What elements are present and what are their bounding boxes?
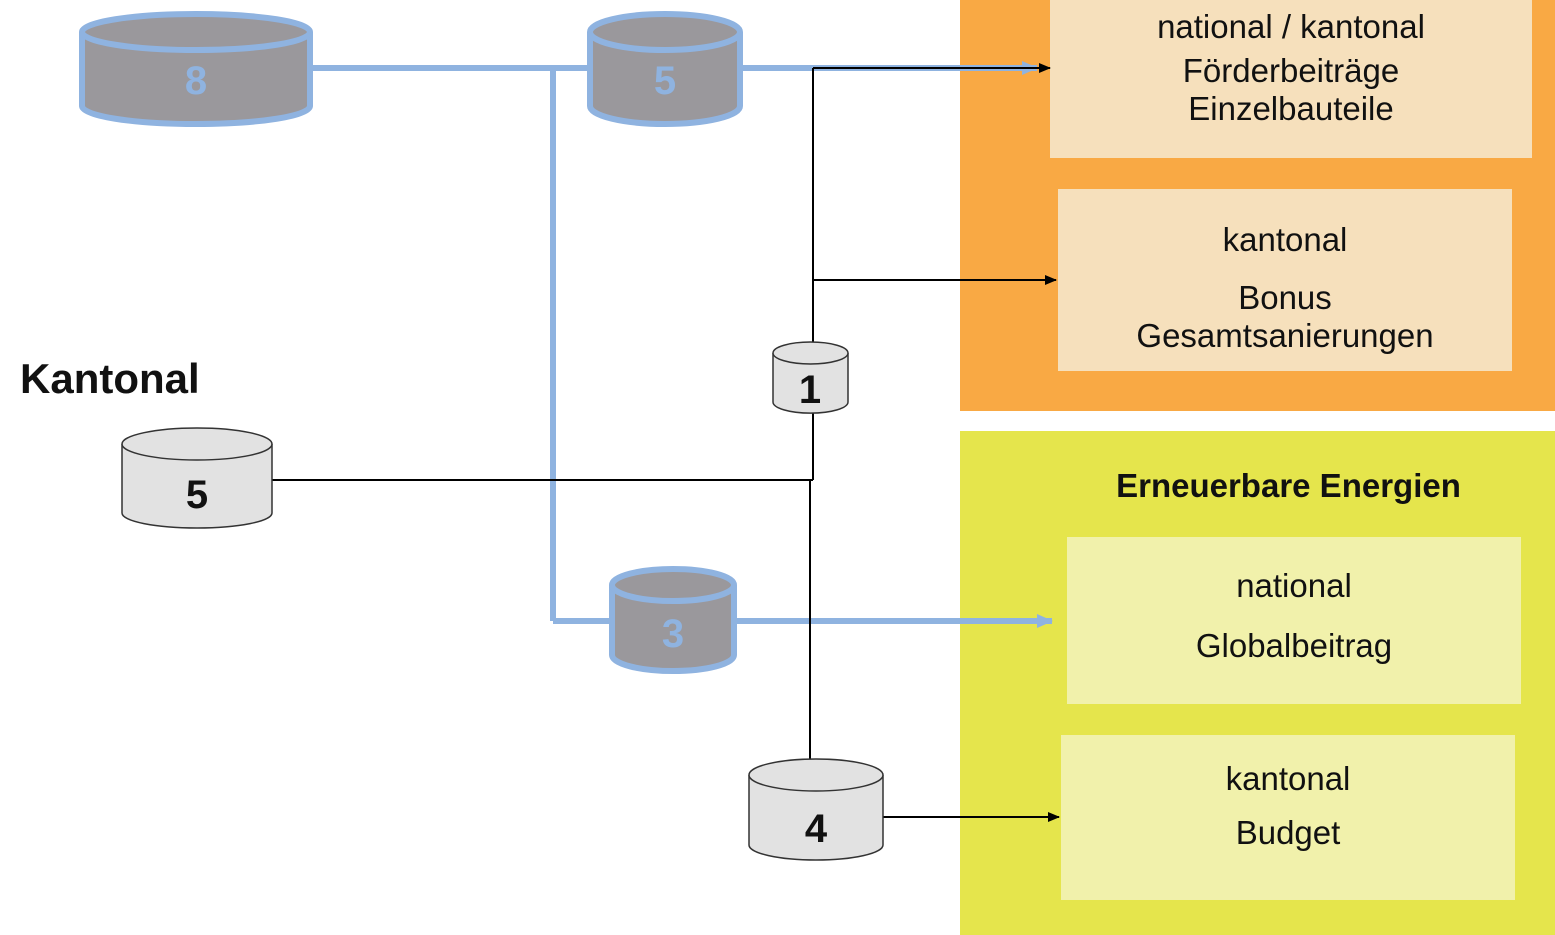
box-national-kantonal: national / kantonal Förderbeiträge Einze… [1050, 0, 1532, 158]
box-line: Globalbeitrag [1195, 626, 1393, 664]
cylinder-1: 1 [772, 341, 849, 414]
cylinder-label: 4 [805, 807, 828, 851]
box-kantonal-budget: kantonal Budget [1061, 735, 1515, 900]
box-scope: national / kantonal [1157, 8, 1425, 45]
box-line: Gesamtsanierungen [1136, 316, 1434, 354]
box-line: Förderbeiträge [1182, 51, 1400, 89]
box-kantonal-bonus: kantonal Bonus Gesamtsanierungen [1058, 189, 1512, 371]
cylinder-label: 3 [662, 612, 684, 656]
cylinder-label: 1 [799, 368, 821, 412]
cylinder-8: 8 [79, 11, 313, 127]
box-scope: national [1236, 567, 1352, 604]
box-line: Bonus [1238, 278, 1332, 316]
cylinder-label: 8 [185, 59, 207, 103]
page-title: Kantonal [20, 355, 200, 402]
blue-flow-lines [310, 61, 1053, 628]
box-line: Budget [1235, 813, 1341, 851]
section-heading: Erneuerbare Energien [1116, 467, 1461, 504]
cylinder-5-top: 5 [587, 11, 743, 127]
cylinder-4: 4 [748, 758, 884, 861]
cylinder-3: 3 [609, 566, 737, 674]
cylinder-label: 5 [186, 473, 208, 517]
cylinder-5-left: 5 [121, 427, 273, 529]
black-flow-lines [272, 63, 1060, 822]
box-line: Einzelbauteile [1188, 89, 1394, 127]
box-national-global: national Globalbeitrag [1067, 537, 1521, 704]
cylinder-label: 5 [654, 59, 676, 103]
box-scope: kantonal [1222, 221, 1348, 258]
box-scope: kantonal [1225, 760, 1351, 797]
